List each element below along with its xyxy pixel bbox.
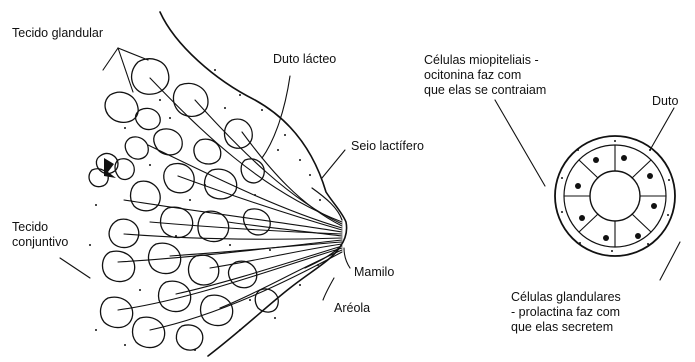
dark-lobule-cluster <box>104 158 116 178</box>
label-line: que elas secretem <box>511 320 621 335</box>
alveolus-cross-section <box>555 136 675 256</box>
label-line: - prolactina faz com <box>511 305 621 320</box>
glandular-lobules <box>89 59 278 350</box>
label-seio-lactifero: Seio lactífero <box>351 139 424 154</box>
label-tecido-conjuntivo: Tecido conjuntivo <box>12 220 68 250</box>
label-line: Células glandulares <box>511 290 621 305</box>
label-line: Células miopiteliais - <box>424 53 546 68</box>
label-line: Tecido <box>12 220 68 235</box>
label-line: conjuntivo <box>12 235 68 250</box>
leader-lines <box>60 48 680 300</box>
label-duto: Duto <box>652 94 678 109</box>
label-tecido-glandular: Tecido glandular <box>12 26 103 41</box>
label-areola: Aréola <box>334 301 370 316</box>
label-duto-lacteo: Duto lácteo <box>273 52 336 67</box>
label-mamilo: Mamilo <box>354 265 394 280</box>
label-line: que elas se contraiam <box>424 83 546 98</box>
label-celulas-mioepiteliais: Células miopiteliais - ocitonina faz com… <box>424 53 546 98</box>
label-line: ocitonina faz com <box>424 68 546 83</box>
label-celulas-glandulares: Células glandulares - prolactina faz com… <box>511 290 621 335</box>
milk-ducts <box>118 78 342 330</box>
